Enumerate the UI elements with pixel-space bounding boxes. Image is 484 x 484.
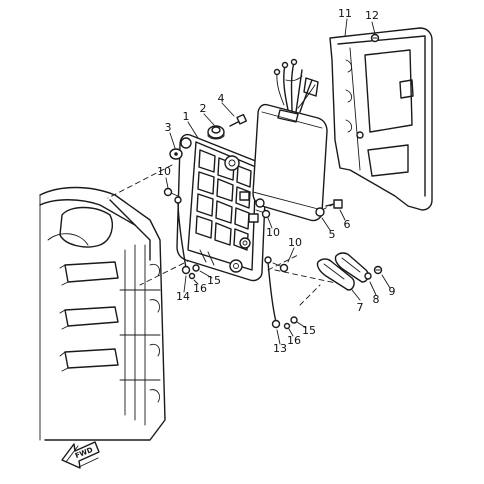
bolt-10c — [272, 262, 289, 273]
callout-3: 3 — [165, 121, 172, 134]
callout-6: 6 — [344, 218, 351, 231]
alignment-line — [107, 164, 173, 199]
callout-10-b: 10 — [266, 226, 280, 239]
screw-12 — [370, 33, 380, 43]
callout-10-a: 10 — [157, 165, 171, 178]
bolt-4 — [229, 113, 248, 127]
bolt-6 — [325, 199, 343, 209]
bolt-10a — [163, 187, 181, 198]
callout-15-a: 15 — [207, 274, 221, 287]
ground-lead-14 — [174, 196, 191, 275]
leader-lines — [165, 18, 391, 345]
callout-4: 4 — [218, 92, 225, 105]
alignment-line — [299, 284, 321, 306]
washer-16b — [283, 322, 291, 330]
callout-5: 5 — [329, 228, 336, 241]
callout-8: 8 — [373, 293, 380, 306]
screw-15a — [192, 264, 200, 272]
ground-lead-13 — [264, 256, 281, 329]
fwd-arrow-icon: FWD — [61, 441, 100, 469]
callout-2: 2 — [200, 102, 207, 115]
alignment-line — [267, 253, 301, 271]
callout-15-b: 15 — [302, 324, 316, 337]
callout-16-a: 16 — [193, 282, 207, 295]
callout-12: 12 — [365, 9, 379, 22]
callout-13: 13 — [273, 342, 287, 355]
callout-11: 11 — [338, 7, 352, 20]
callout-7: 7 — [357, 301, 364, 314]
callout-10-c: 10 — [288, 236, 302, 249]
cdi-unit — [252, 58, 328, 222]
alignment-line — [274, 269, 346, 286]
engine-block — [39, 186, 166, 441]
callout-1: 1 — [183, 110, 190, 123]
bracket-clip-7 — [316, 252, 369, 291]
callout-9: 9 — [389, 285, 396, 298]
bolt-10b — [255, 209, 271, 219]
callout-16-b: 16 — [287, 334, 301, 347]
washer-8 — [364, 272, 372, 280]
callout-14: 14 — [176, 290, 190, 303]
grommet-2 — [207, 125, 225, 140]
screw-15b — [290, 316, 298, 324]
cover — [329, 27, 433, 211]
washer-16a — [188, 272, 196, 280]
washer-3 — [169, 148, 183, 160]
screw-9 — [373, 265, 383, 275]
mounting-bracket — [176, 133, 267, 282]
